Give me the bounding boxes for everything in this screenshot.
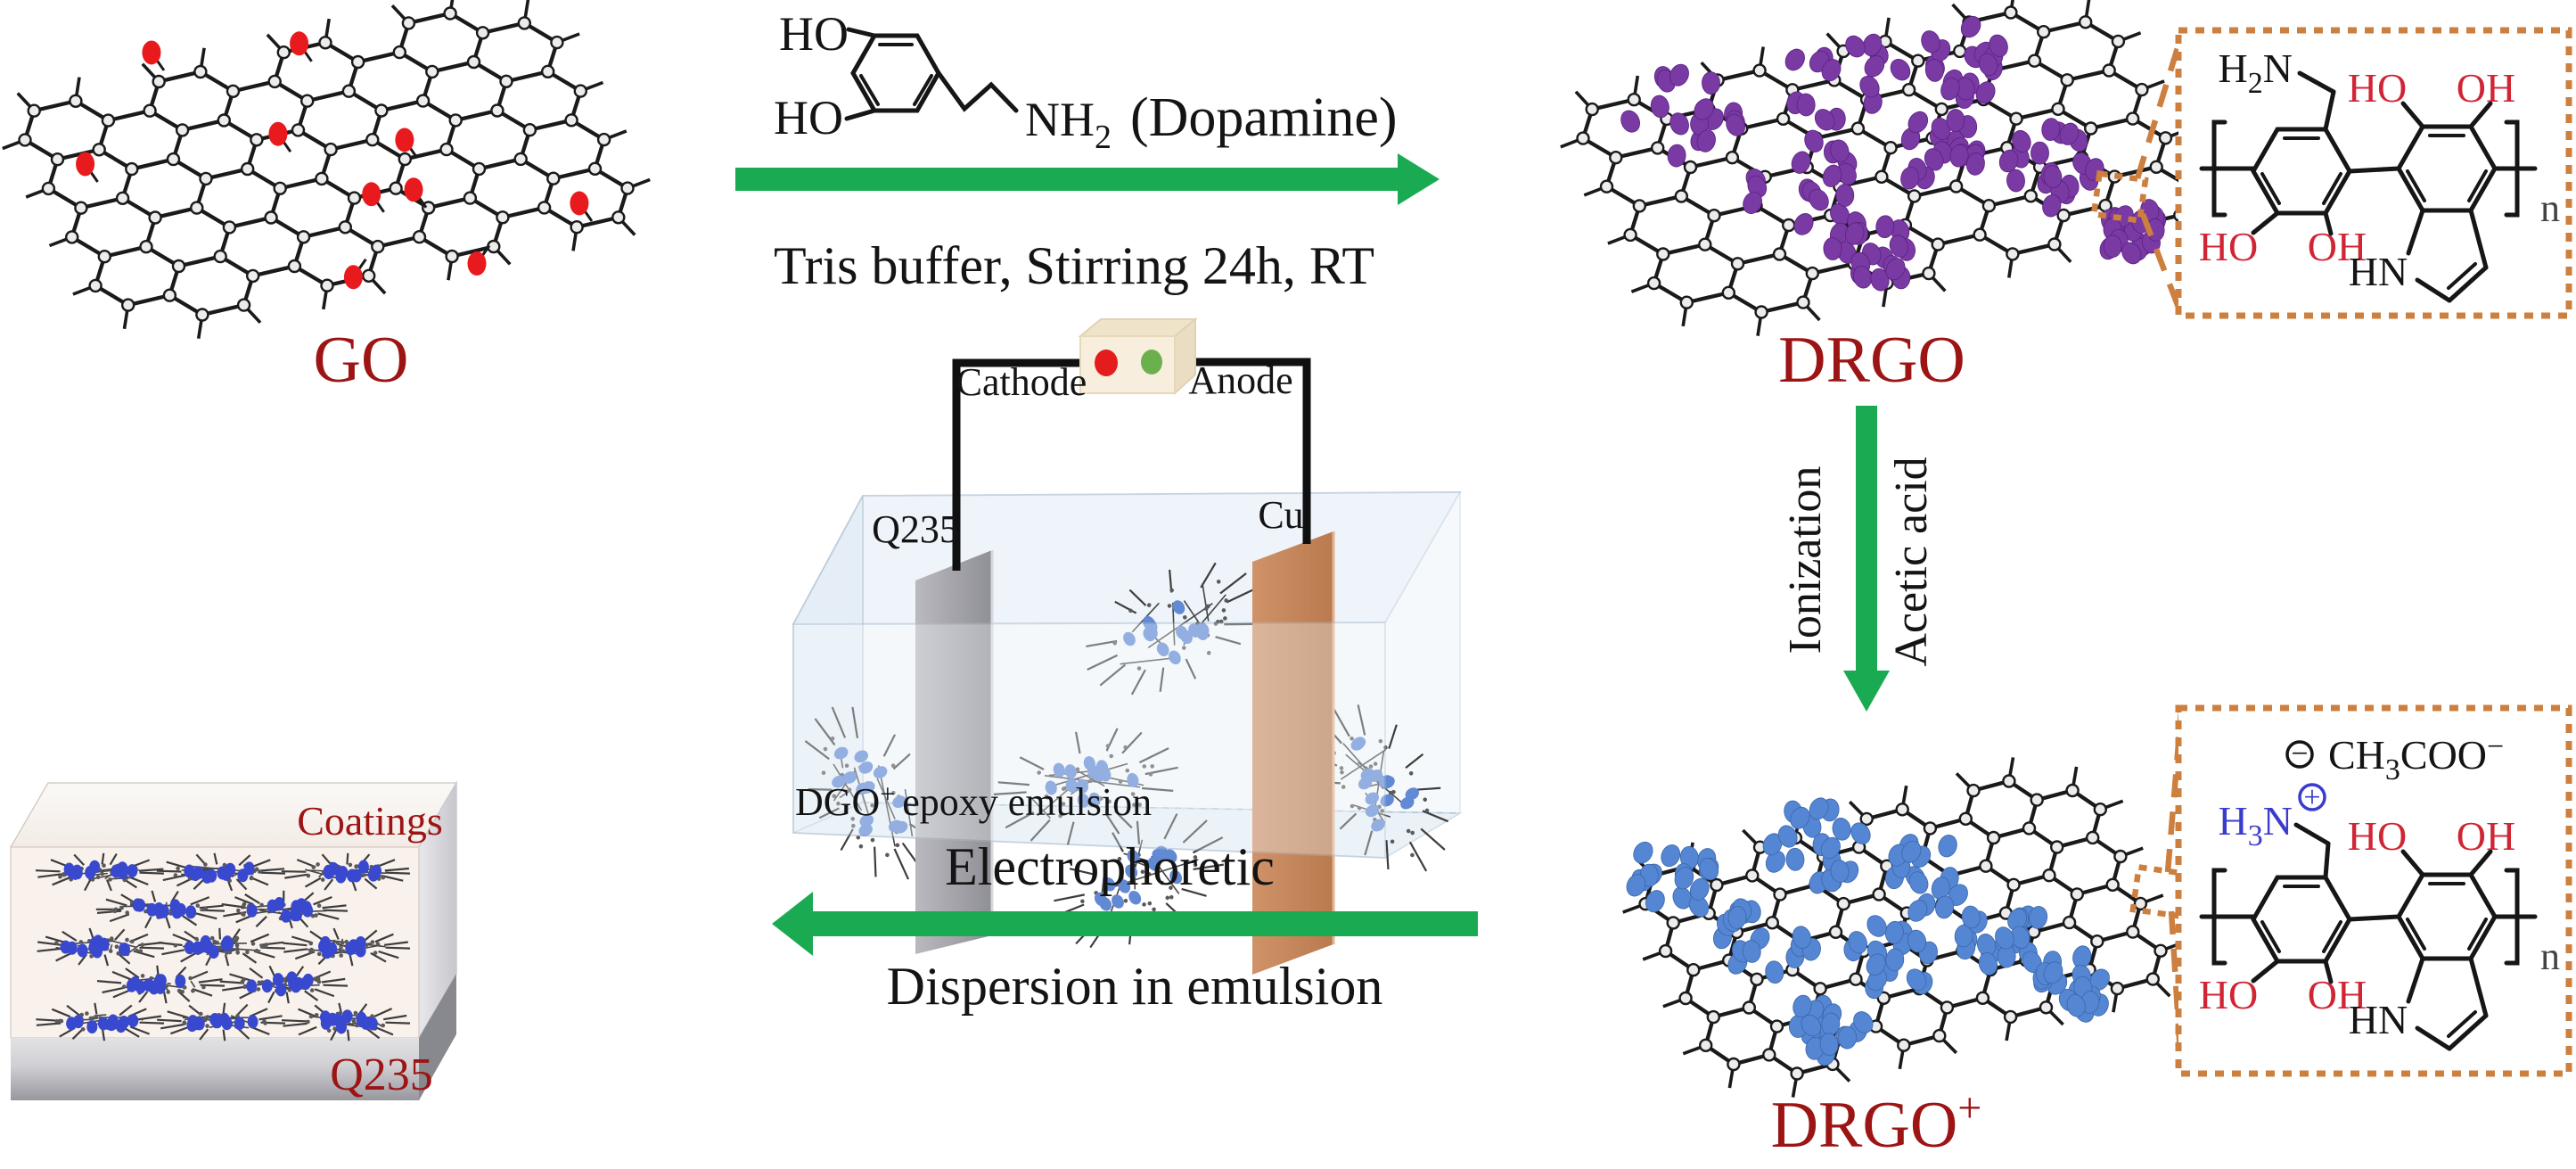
cathode-wire bbox=[952, 358, 1106, 571]
drgo-plus-graphene-sheet bbox=[1622, 757, 2184, 1098]
plus-charge-sign: + bbox=[2303, 781, 2320, 814]
drgo-label: DRGO bbox=[1778, 324, 1965, 397]
go-label: GO bbox=[314, 324, 409, 397]
acetic-acid-label: Acetic acid bbox=[1886, 457, 1937, 666]
dopamine-name: (Dopamine) bbox=[1130, 87, 1398, 148]
plus-charge-icon bbox=[2298, 783, 2326, 811]
drgo-plus-label: DRGO+ bbox=[1771, 1084, 1982, 1162]
emulsion-label: DGO+epoxy emulsion bbox=[795, 779, 1152, 824]
polydopamine-structure: HO OH HO OH HN n bbox=[2199, 65, 2560, 303]
minus-charge-icon bbox=[2285, 740, 2314, 769]
inset-top-connector bbox=[2090, 38, 2184, 314]
minus-charge-sign: − bbox=[2291, 737, 2308, 770]
drgo-graphene-sheet bbox=[1560, 0, 2212, 336]
dispersion-label: Dispersion in emulsion bbox=[887, 957, 1383, 1016]
pd-hn: HN bbox=[2349, 249, 2408, 294]
ionization-arrow-down bbox=[1843, 406, 1890, 712]
pd-ho-bottom-left: HO bbox=[2199, 224, 2258, 269]
coating-flakes bbox=[35, 852, 411, 1041]
anode-terminal bbox=[1141, 350, 1162, 375]
cathode-label: Cathode bbox=[956, 360, 1087, 404]
q235-substrate-label: Q235 bbox=[330, 1050, 433, 1100]
cu-electrode bbox=[1252, 531, 1335, 975]
h2n-label: H2N bbox=[2219, 45, 2293, 100]
pd-ho-top-left: HO bbox=[2348, 65, 2407, 111]
anode-label: Anode bbox=[1188, 358, 1292, 402]
dopamine-structure: HO HO NH2 (Dopamine) bbox=[774, 7, 1398, 156]
deposition-arrow-left bbox=[772, 892, 1478, 956]
inset-bottom-ions: − CH3COO− H3N + bbox=[2219, 730, 2504, 880]
dopamine-nh2: NH2 bbox=[1025, 93, 1112, 156]
power-supply bbox=[1078, 317, 1198, 396]
ionization-label: Ionization bbox=[1780, 466, 1831, 654]
go-graphene-sheet bbox=[2, 0, 651, 339]
cathode-terminal bbox=[1095, 350, 1118, 376]
anode-wire bbox=[1152, 358, 1311, 544]
h3n-label: H3N bbox=[2219, 798, 2293, 852]
q235-substrate bbox=[11, 1038, 419, 1100]
electrophoretic-label: Electrophoretic bbox=[945, 837, 1275, 896]
acetate-label: CH3COO− bbox=[2328, 730, 2504, 786]
inset-top-amine: H2N bbox=[2219, 45, 2336, 132]
pd-oh-top-right: OH bbox=[2457, 65, 2515, 111]
q235-electrode-label: Q235 bbox=[872, 507, 959, 551]
q235-electrode bbox=[915, 550, 994, 954]
cu-electrode-label: Cu bbox=[1258, 493, 1303, 537]
dopamine-ho-top: HO bbox=[779, 7, 849, 61]
coating-block: Coatings Q235 bbox=[9, 780, 458, 1100]
reaction-arrow-right bbox=[735, 153, 1440, 205]
pd-repeat-n: n bbox=[2540, 186, 2560, 230]
inset-top-box bbox=[2175, 27, 2572, 319]
reaction1-conditions: Tris buffer, Stirring 24h, RT bbox=[774, 236, 1374, 295]
dopamine-ho-bottom: HO bbox=[774, 91, 843, 144]
tank-front-face bbox=[792, 621, 1386, 860]
suspended-flakes bbox=[804, 562, 1449, 949]
coatings-label: Coatings bbox=[297, 798, 443, 844]
pd-oh-bottom-right: OH bbox=[2308, 224, 2367, 269]
